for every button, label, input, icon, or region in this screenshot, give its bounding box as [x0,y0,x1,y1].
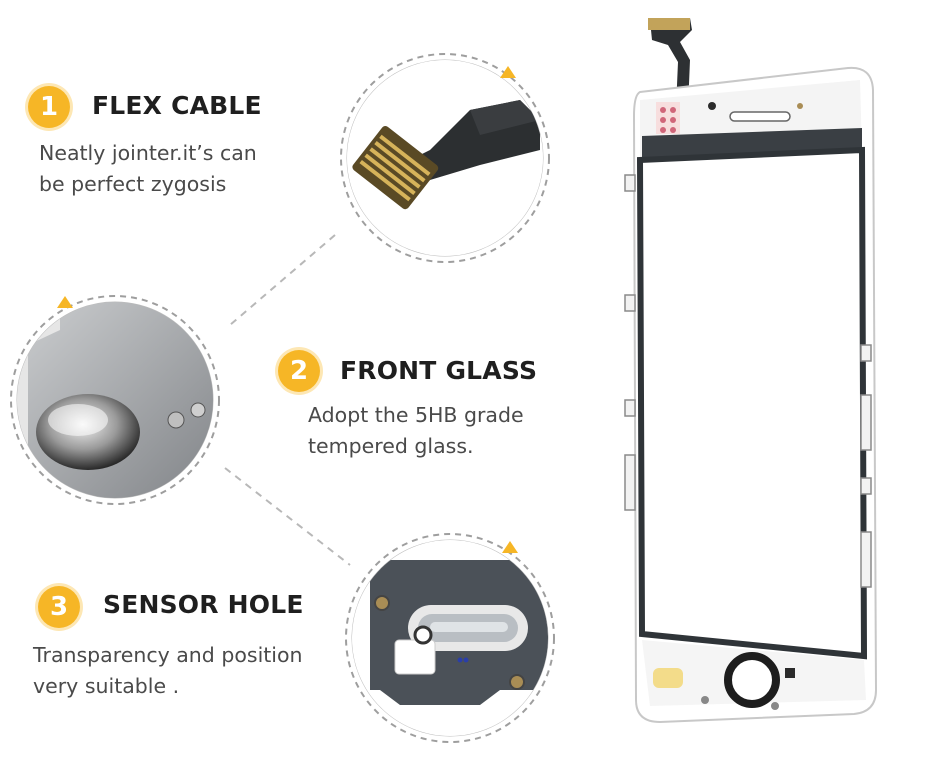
feature-title-2: FRONT GLASS [340,356,538,385]
connector-lines [224,234,351,566]
feature-title-1: FLEX CABLE [92,91,262,120]
screen-assembly [624,18,878,724]
feature-title-3: SENSOR HOLE [103,590,304,619]
feature-desc-line: very suitable . [33,674,180,698]
feature-desc-line: tempered glass. [308,434,474,458]
water-drop-closeup [10,295,220,505]
feature-desc-line: Transparency and position [33,643,303,667]
feature-desc-2: Adopt the 5HB grade tempered glass. [308,400,524,462]
number-badge-1: 1 [28,86,70,128]
sensor-hole-closeup [345,533,555,743]
feature-desc-line: Adopt the 5HB grade [308,403,524,427]
feature-desc-3: Transparency and position very suitable … [33,640,303,702]
feature-desc-line: Neatly jointer.it’s can [39,141,257,165]
number-badge-3: 3 [38,586,80,628]
flex-cable-closeup [340,53,550,263]
number-badge-2: 2 [278,350,320,392]
feature-desc-1: Neatly jointer.it’s can be perfect zygos… [39,138,257,200]
feature-desc-line: be perfect zygosis [39,172,227,196]
